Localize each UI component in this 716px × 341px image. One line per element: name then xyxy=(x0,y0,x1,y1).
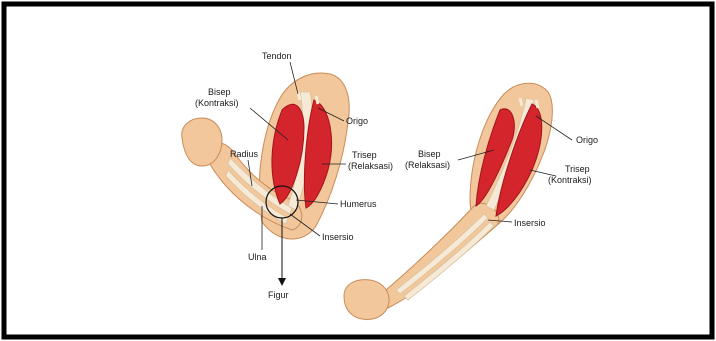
label-figur: Figur xyxy=(268,290,289,300)
label-trisep-right-line1: Trisep xyxy=(565,164,590,174)
label-humerus: Humerus xyxy=(340,199,377,209)
label-tendon: Tendon xyxy=(262,51,292,61)
label-bisep-left-line1: Bisep xyxy=(208,87,231,97)
label-bisep-left-line2: (Kontraksi) xyxy=(195,98,239,108)
label-trisep-right-line2: (Kontraksi) xyxy=(548,175,592,185)
label-origo-left: Origo xyxy=(346,116,368,126)
label-insersio-left: Insersio xyxy=(322,232,354,242)
label-trisep-left-line2: (Relaksasi) xyxy=(348,161,393,171)
label-trisep-left-line1: Trisep xyxy=(352,150,377,160)
label-origo-right: Origo xyxy=(576,135,598,145)
label-bisep-right-line2: (Relaksasi) xyxy=(405,160,450,170)
label-bisep-right-line1: Bisep xyxy=(418,149,441,159)
label-radius: Radius xyxy=(230,149,259,159)
right-fist xyxy=(344,280,389,320)
label-ulna: Ulna xyxy=(248,252,267,262)
label-insersio-right: Insersio xyxy=(514,218,546,228)
